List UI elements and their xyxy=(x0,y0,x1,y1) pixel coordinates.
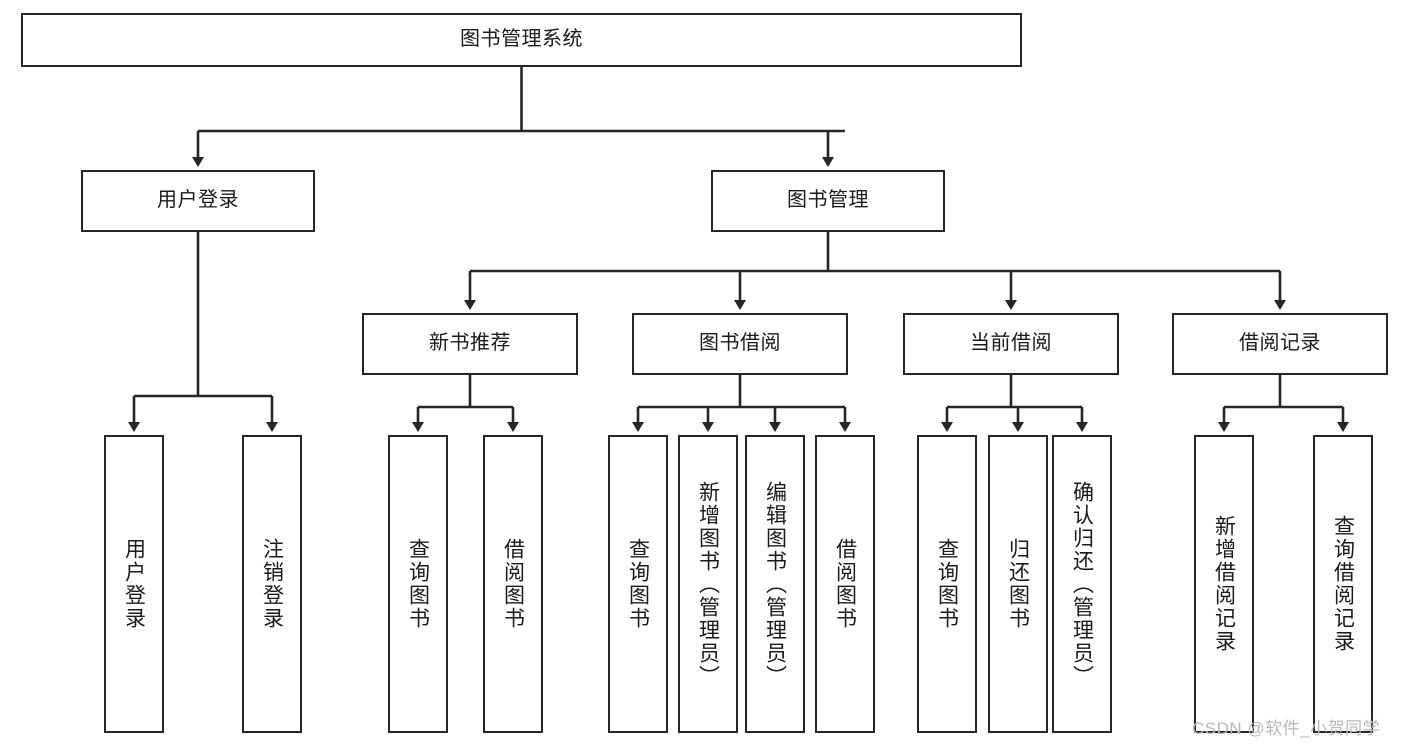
leaf-edit-book-admin[interactable]: 编辑图书（管理员） xyxy=(745,435,805,733)
leaf-query-book-borrow[interactable]: 查询图书 xyxy=(608,435,668,733)
leaf-add-book-admin[interactable]: 新增图书（管理员） xyxy=(678,435,738,733)
leaf-query-book-newbook-label: 查询图书 xyxy=(406,538,430,630)
leaf-borrow-book-newbook-label: 借阅图书 xyxy=(501,538,525,630)
leaf-confirm-return-admin[interactable]: 确认归还（管理员） xyxy=(1052,435,1112,733)
node-new-book-recommend-label: 新书推荐 xyxy=(429,332,511,355)
leaf-borrow-book[interactable]: 借阅图书 xyxy=(815,435,875,733)
csdn-watermark: CSDN @软件_小贺同学 xyxy=(1192,719,1381,738)
leaf-add-borrow-record[interactable]: 新增借阅记录 xyxy=(1194,435,1254,733)
node-user-login[interactable]: 用户登录 xyxy=(81,170,315,232)
node-user-login-label: 用户登录 xyxy=(157,189,239,212)
node-root-label: 图书管理系统 xyxy=(460,28,583,51)
leaf-borrow-book-newbook[interactable]: 借阅图书 xyxy=(483,435,543,733)
node-borrow-records-label: 借阅记录 xyxy=(1239,332,1321,355)
leaf-query-book-current-label: 查询图书 xyxy=(935,538,959,630)
leaf-query-borrow-record[interactable]: 查询借阅记录 xyxy=(1313,435,1373,733)
node-root[interactable]: 图书管理系统 xyxy=(21,13,1022,67)
leaf-edit-book-admin-label: 编辑图书（管理员） xyxy=(763,480,787,688)
node-current-borrow[interactable]: 当前借阅 xyxy=(903,313,1119,375)
leaf-query-book-newbook[interactable]: 查询图书 xyxy=(388,435,448,733)
leaf-user-logout[interactable]: 注销登录 xyxy=(242,435,302,733)
leaf-query-borrow-record-label: 查询借阅记录 xyxy=(1331,515,1355,653)
leaf-add-borrow-record-label: 新增借阅记录 xyxy=(1212,515,1236,653)
leaf-confirm-return-admin-label: 确认归还（管理员） xyxy=(1070,480,1094,688)
node-book-borrow-label: 图书借阅 xyxy=(699,332,781,355)
leaf-return-book-label: 归还图书 xyxy=(1006,538,1030,630)
leaf-add-book-admin-label: 新增图书（管理员） xyxy=(696,480,720,688)
leaf-borrow-book-label: 借阅图书 xyxy=(833,538,857,630)
node-borrow-records[interactable]: 借阅记录 xyxy=(1172,313,1388,375)
leaf-user-login[interactable]: 用户登录 xyxy=(104,435,164,733)
node-current-borrow-label: 当前借阅 xyxy=(970,332,1052,355)
node-book-management[interactable]: 图书管理 xyxy=(711,170,945,232)
node-book-borrow[interactable]: 图书借阅 xyxy=(632,313,848,375)
leaf-user-login-label: 用户登录 xyxy=(122,538,146,630)
node-new-book-recommend[interactable]: 新书推荐 xyxy=(362,313,578,375)
leaf-return-book[interactable]: 归还图书 xyxy=(988,435,1048,733)
leaf-query-book-borrow-label: 查询图书 xyxy=(626,538,650,630)
leaf-query-book-current[interactable]: 查询图书 xyxy=(917,435,977,733)
node-book-management-label: 图书管理 xyxy=(787,189,869,212)
leaf-user-logout-label: 注销登录 xyxy=(260,538,284,630)
